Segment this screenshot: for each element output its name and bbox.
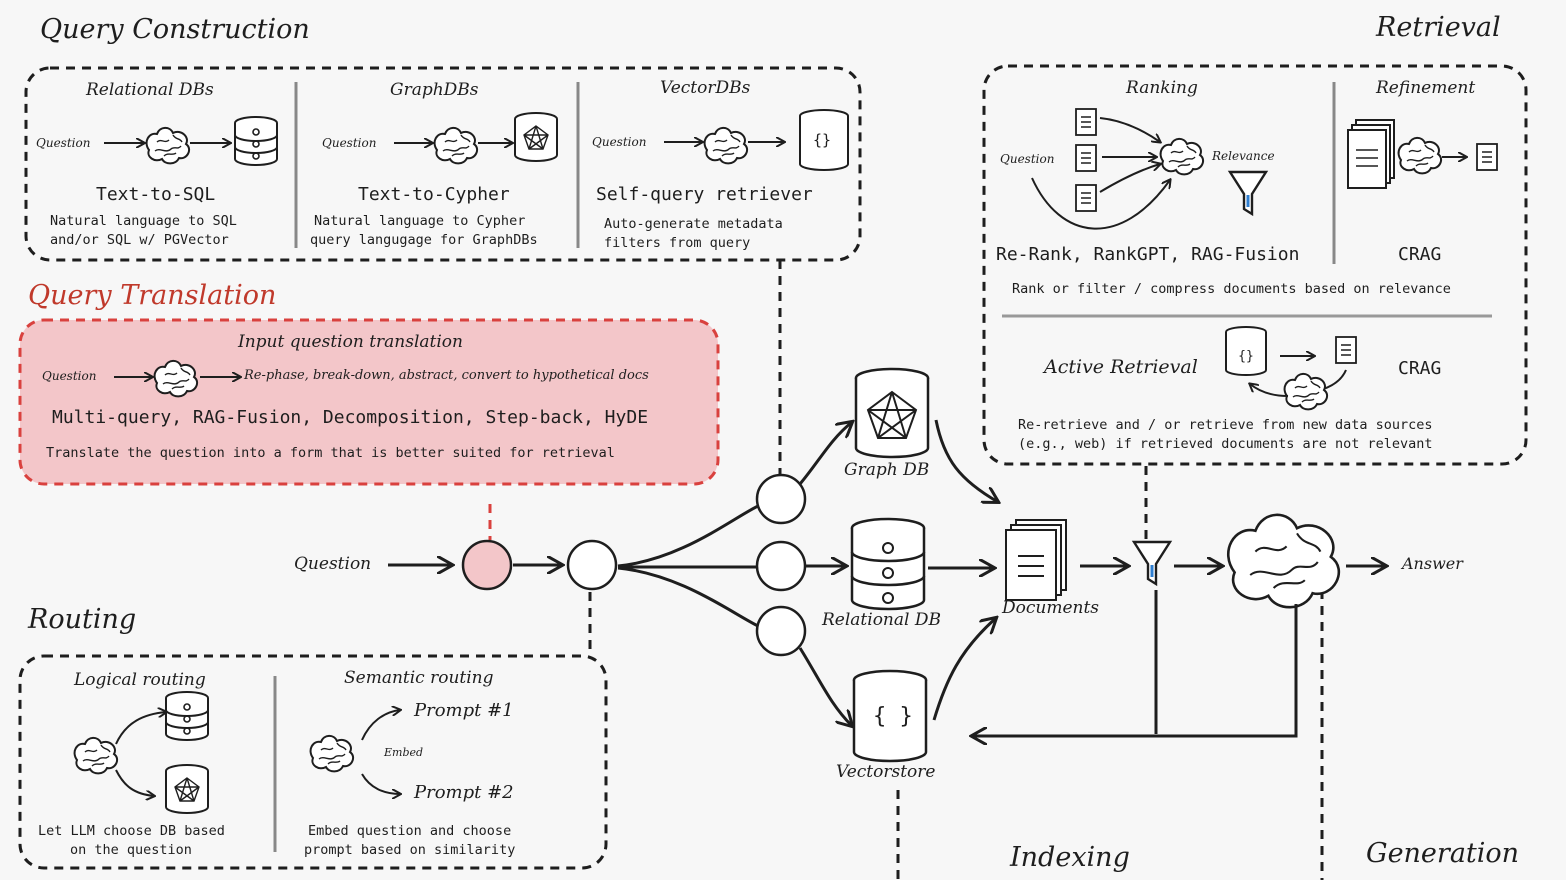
answer-label: Answer	[1402, 554, 1463, 573]
prompt-1-label: Prompt #1	[414, 700, 514, 721]
relational-desc-line1: Natural language to SQL	[50, 213, 237, 229]
llm-generation-brain-icon	[1227, 513, 1341, 609]
documents-label: Documents	[1002, 598, 1100, 618]
graph-query-node	[755, 473, 807, 525]
llm-brain-icon	[145, 126, 191, 165]
graph-db-icon	[165, 764, 209, 814]
vector-db-icon	[1225, 326, 1267, 376]
filter-funnel-icon	[1228, 170, 1268, 216]
vectorstore-store	[852, 669, 928, 763]
question-label: Question	[36, 136, 91, 150]
active-retrieval-title: Active Retrieval	[1044, 356, 1198, 378]
question-label: Question	[1000, 152, 1055, 166]
relational-db-icon	[165, 691, 209, 741]
rank-desc: Rank or filter / compress documents base…	[1012, 281, 1451, 297]
semantic-desc-line2: prompt based on similarity	[304, 842, 516, 858]
semantic-routing-title: Semantic routing	[344, 668, 494, 688]
llm-brain-icon	[153, 359, 199, 398]
vector-db-icon	[799, 109, 849, 171]
graph-db-store	[854, 367, 930, 459]
svg-text:{}: {}	[1238, 349, 1254, 364]
query-translation-box	[18, 318, 720, 486]
document-icon	[1075, 184, 1097, 212]
text-to-sql-label: Text-to-SQL	[96, 184, 216, 205]
vectorstore-braces-icon: { }	[873, 704, 913, 729]
relational-db-label: Relational DB	[822, 610, 941, 630]
graph-db-label: Graph DB	[844, 460, 930, 480]
llm-brain-icon	[309, 734, 355, 773]
ranking-title: Ranking	[1126, 78, 1198, 98]
graph-desc-line2: query langugage for GraphDBs	[310, 232, 538, 248]
routing-node	[566, 539, 618, 591]
question-label: Question	[42, 369, 97, 383]
active-desc-line1: Re-retrieve and / or retrieve from new d…	[1018, 417, 1433, 433]
relevance-label: Relevance	[1212, 149, 1275, 163]
prompt-2-label: Prompt #2	[414, 782, 514, 803]
llm-brain-icon	[1283, 372, 1329, 411]
ranking-methods-label: Re-Rank, RankGPT, RAG-Fusion	[996, 244, 1300, 265]
active-desc-line2: (e.g., web) if retrieved documents are n…	[1018, 436, 1433, 452]
logical-routing-title: Logical routing	[74, 670, 206, 690]
text-to-cypher-label: Text-to-Cypher	[358, 184, 510, 205]
self-query-retriever-label: Self-query retriever	[596, 184, 813, 205]
logical-desc-line2: on the question	[70, 842, 192, 858]
input-question-translation-title: Input question translation	[238, 332, 463, 352]
vectordbs-title: VectorDBs	[660, 78, 751, 98]
logical-desc-line1: Let LLM choose DB based	[38, 823, 225, 839]
llm-brain-icon	[73, 736, 119, 775]
active-crag-label: CRAG	[1398, 358, 1442, 379]
sql-query-node	[755, 540, 807, 592]
vector-query-node	[755, 605, 807, 657]
llm-brain-icon	[1397, 136, 1443, 175]
curly-braces-icon: {}	[813, 131, 832, 149]
relational-db-store	[850, 517, 926, 611]
section-title-routing: Routing	[28, 604, 137, 635]
retrieval-box	[982, 64, 1528, 466]
section-title-indexing: Indexing	[1010, 842, 1130, 873]
graph-db-icon	[514, 112, 558, 162]
section-title-query-construction: Query Construction	[40, 14, 310, 45]
flow-question-label: Question	[294, 554, 372, 574]
routing-box	[18, 654, 608, 870]
query-translation-node	[461, 539, 513, 591]
document-icon	[1075, 144, 1097, 172]
embed-label: Embed	[384, 746, 424, 759]
graphdbs-title: GraphDBs	[390, 80, 479, 100]
refinement-crag-label: CRAG	[1398, 244, 1442, 265]
query-construction-box	[24, 66, 862, 262]
document-icon	[1476, 143, 1498, 171]
document-icon	[1075, 108, 1097, 136]
question-label: Question	[592, 135, 647, 149]
vector-desc-line2: filters from query	[604, 235, 751, 251]
llm-brain-icon	[703, 126, 749, 165]
filter-funnel-icon	[1132, 540, 1172, 586]
section-title-retrieval: Retrieval	[1376, 12, 1501, 43]
relational-db-icon	[234, 116, 278, 166]
translation-output-label: Re-phase, break-down, abstract, convert …	[244, 368, 649, 383]
llm-brain-icon	[433, 126, 479, 165]
translation-methods-label: Multi-query, RAG-Fusion, Decomposition, …	[52, 407, 649, 428]
llm-brain-icon	[1159, 137, 1205, 176]
documents-stack-icon	[1347, 119, 1395, 189]
document-icon	[1335, 336, 1357, 364]
section-title-query-translation: Query Translation	[28, 280, 277, 311]
vector-desc-line1: Auto-generate metadata	[604, 216, 783, 232]
relational-dbs-title: Relational DBs	[86, 80, 214, 100]
vectorstore-label: Vectorstore	[836, 762, 936, 782]
documents-icon	[1005, 519, 1067, 601]
refinement-title: Refinement	[1376, 78, 1476, 98]
graph-desc-line1: Natural language to Cypher	[314, 213, 526, 229]
relational-desc-line2: and/or SQL w/ PGVector	[50, 232, 229, 248]
semantic-desc-line1: Embed question and choose	[308, 823, 512, 839]
translation-desc: Translate the question into a form that …	[46, 445, 615, 461]
question-label: Question	[322, 136, 377, 150]
section-title-generation: Generation	[1366, 838, 1520, 869]
